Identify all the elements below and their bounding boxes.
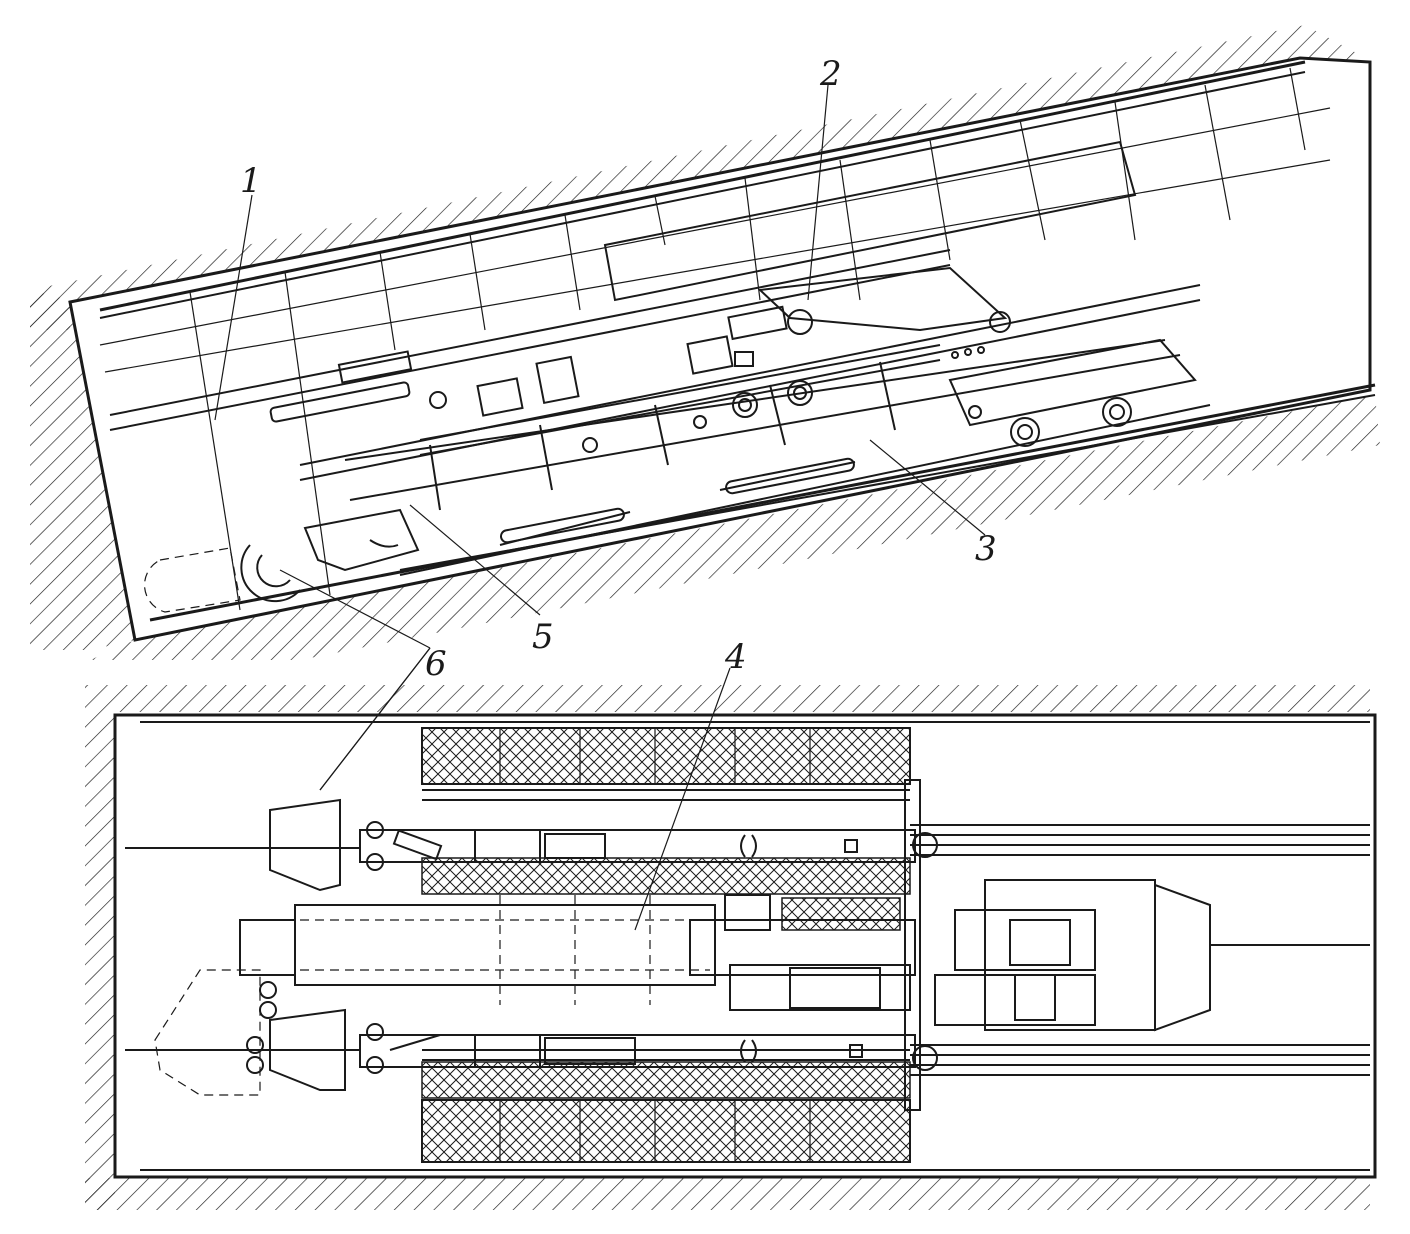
callout-4: 4: [724, 637, 747, 677]
callout-6: 6: [425, 644, 447, 684]
conveyor-boom: [239, 894, 916, 1011]
rock-hatching-left: [30, 290, 135, 650]
callout-5: 5: [532, 617, 554, 657]
rock-hatching-plan-bottom: [85, 1178, 1370, 1210]
plan-view: [85, 647, 1377, 1210]
callout-3: 3: [975, 529, 997, 569]
support-blocks: [421, 727, 911, 1163]
callout-2: 2: [819, 54, 842, 94]
rock-hatching-bottom: [90, 395, 1380, 660]
inclined-section-view: [30, 25, 1380, 791]
gathering-head-upper: [143, 508, 420, 613]
callout-labels: 1 2 3 4 5 6: [240, 54, 997, 684]
callout-1: 1: [240, 161, 262, 201]
tunnel-cavity: [68, 56, 1372, 642]
